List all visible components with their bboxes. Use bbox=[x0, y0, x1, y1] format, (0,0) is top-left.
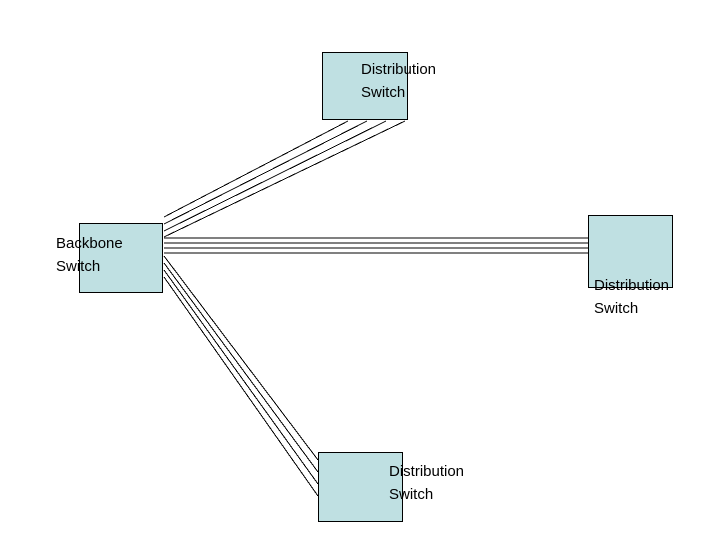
node-distribution-switch-bottom[interactable] bbox=[318, 452, 403, 522]
node-distribution-switch-top[interactable] bbox=[322, 52, 408, 120]
link-line bbox=[163, 120, 349, 218]
link-line bbox=[163, 276, 319, 497]
link-bundle-backbone-to-right bbox=[164, 237, 588, 254]
link-bundle-backbone-to-top bbox=[163, 120, 406, 238]
link-line bbox=[163, 120, 387, 232]
node-backbone-switch[interactable] bbox=[79, 223, 163, 293]
link-bundle-backbone-to-bottom bbox=[163, 255, 319, 497]
link-line bbox=[163, 120, 368, 225]
link-line bbox=[163, 262, 319, 473]
link-line bbox=[163, 120, 406, 238]
node-distribution-switch-right[interactable] bbox=[588, 215, 673, 288]
link-line bbox=[163, 255, 319, 461]
link-line bbox=[163, 269, 319, 485]
